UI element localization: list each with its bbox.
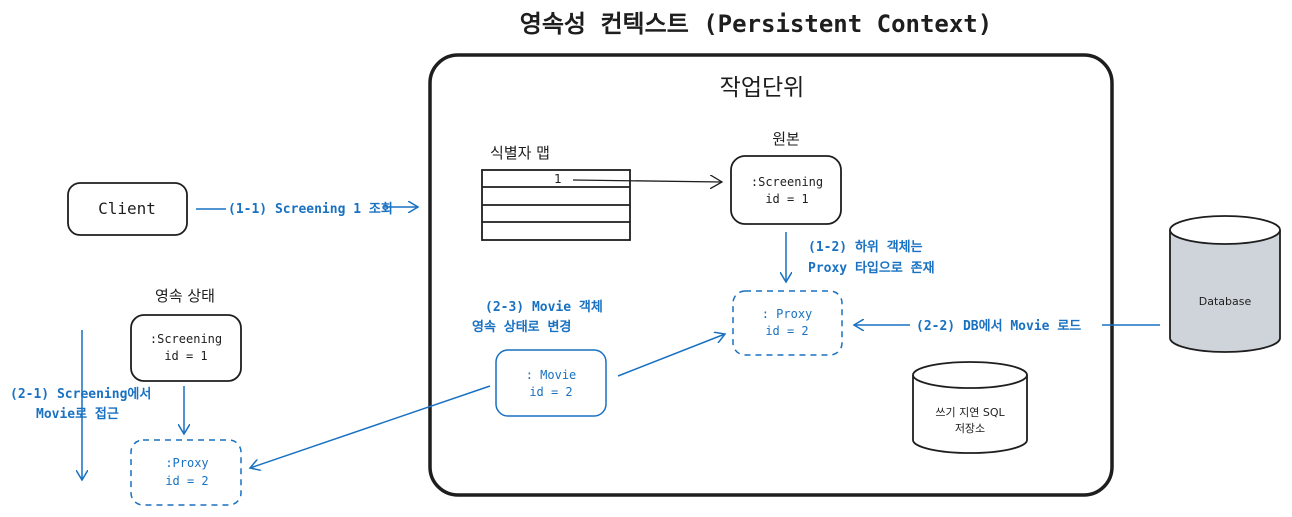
- persistent-screening-id: id = 1: [164, 349, 207, 363]
- original-label: 원본: [772, 130, 800, 148]
- persistent-screening-type: :Screening: [150, 332, 222, 346]
- movie-box: [495, 349, 607, 417]
- annotation-step-1-2-line2: Proxy 타입으로 존재: [808, 260, 935, 276]
- sql-store-cylinder: [912, 361, 1028, 454]
- sql-store-line1: 쓰기 지연 SQL: [935, 406, 1005, 419]
- annotation-step-2-1-line2: Movie로 접근: [36, 406, 119, 422]
- annotation-step-2-1-line1: (2-1) Screening에서: [10, 386, 151, 402]
- annotation-step-2-3-line2: 영속 상태로 변경: [472, 319, 571, 335]
- database-label: Database: [1199, 295, 1252, 308]
- original-screening-id: id = 1: [765, 192, 808, 206]
- unit-of-work-box: [428, 53, 1114, 497]
- arrow-movie-to-outer-proxy: [250, 385, 491, 468]
- annotation-step-2-3-line1: (2-3) Movie 객체: [485, 299, 603, 315]
- inner-proxy-box: [732, 290, 843, 356]
- identity-map-table: [481, 169, 631, 241]
- client-box: [67, 182, 188, 236]
- identity-map-label: 식별자 맵: [490, 144, 550, 162]
- original-screening-type: :Screening: [751, 175, 823, 189]
- movie-type: : Movie: [526, 368, 577, 382]
- persistent-state-label: 영속 상태: [155, 287, 215, 305]
- outer-proxy-id: id = 2: [165, 474, 208, 488]
- annotation-step-2-2: (2-2) DB에서 Movie 로드: [916, 318, 1081, 334]
- original-screening-box: [730, 155, 842, 225]
- annotation-step-1-2-line1: (1-2) 하위 객체는: [808, 239, 923, 255]
- client-label: Client: [98, 199, 156, 218]
- persistent-screening-box: [130, 314, 242, 382]
- database-cylinder: [1169, 215, 1281, 353]
- identity-map-row-key: 1: [554, 172, 562, 186]
- outer-proxy-box: [130, 439, 242, 506]
- movie-id: id = 2: [529, 385, 572, 399]
- inner-proxy-id: id = 2: [765, 324, 808, 338]
- arrow-map-to-original: [572, 180, 722, 182]
- sql-store-line2: 저장소: [955, 422, 985, 435]
- unit-of-work-title: 작업단위: [720, 75, 805, 101]
- annotation-step-1-1: (1-1) Screening 1 조회: [228, 201, 393, 217]
- outer-proxy-type: :Proxy: [165, 456, 208, 470]
- arrow-movie-to-proxy: [617, 334, 725, 377]
- diagram-title: 영속성 컨텍스트 (Persistent Context): [520, 10, 992, 38]
- inner-proxy-type: : Proxy: [762, 307, 813, 321]
